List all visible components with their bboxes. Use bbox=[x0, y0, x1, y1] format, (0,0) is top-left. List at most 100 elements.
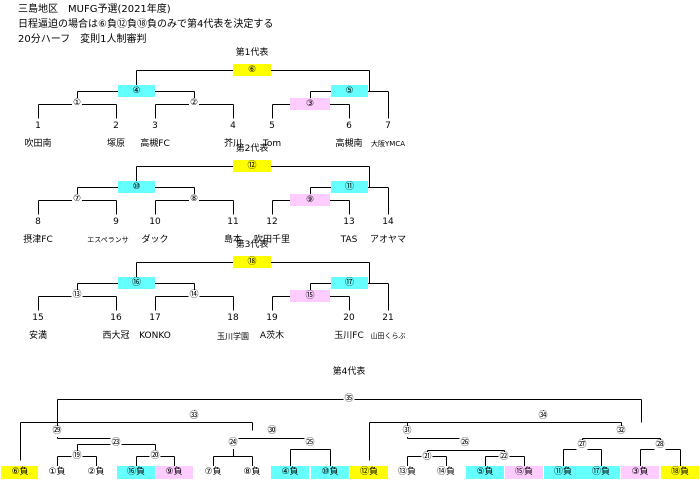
team-name: 高槻FC bbox=[140, 139, 170, 149]
team-name: KONKO bbox=[139, 331, 171, 341]
loser-entry-box: ⑱負 bbox=[661, 466, 699, 479]
loser-entry-box: ③負 bbox=[621, 466, 659, 479]
seed-number: 13 bbox=[343, 217, 355, 227]
match-number: ㉙ bbox=[51, 426, 63, 437]
semifinal-match-box: ⑤ bbox=[331, 85, 368, 97]
bracket-title: 第1代表 bbox=[235, 48, 269, 58]
final-match-box: ⑫ bbox=[233, 160, 271, 172]
seed-number: 19 bbox=[266, 313, 278, 323]
match-number: ㉑ bbox=[421, 452, 433, 463]
match-number: ㉖ bbox=[459, 438, 471, 449]
team-name: 玉川FC bbox=[334, 331, 364, 341]
loser-entry-box: ⑰負 bbox=[582, 466, 620, 479]
match-number: ㉞ bbox=[537, 411, 549, 422]
bracket-title: 第4代表 bbox=[332, 367, 366, 377]
loser-entry-box: ⑭負 bbox=[427, 466, 465, 479]
team-name: TAS bbox=[340, 235, 358, 245]
team-name: 安満 bbox=[28, 331, 48, 341]
team-name: 吹田南 bbox=[24, 139, 52, 149]
seed-number: 9 bbox=[113, 217, 119, 227]
team-name: ダック bbox=[141, 235, 169, 245]
match-number: ㉟ bbox=[343, 394, 355, 405]
match-number: ㉘ bbox=[654, 440, 666, 451]
match-number: ㉛ bbox=[401, 426, 413, 437]
seed-number: 16 bbox=[110, 313, 122, 323]
semifinal-match-box: ⑰ bbox=[331, 277, 368, 289]
match-number: ⑳ bbox=[149, 451, 161, 462]
match-number: ㉓ bbox=[110, 438, 122, 449]
semifinal-match-box: ⑩ bbox=[118, 181, 155, 193]
team-name: エスペランサ bbox=[87, 236, 129, 244]
seed-number: 12 bbox=[266, 217, 278, 227]
loser-entry-box: ⑪負 bbox=[544, 466, 582, 479]
match-box: ③ bbox=[290, 98, 330, 110]
loser-entry-box: ⑤負 bbox=[466, 466, 504, 479]
loser-entry-box: ⑬負 bbox=[388, 466, 426, 479]
loser-entry-box: ⑥負 bbox=[1, 466, 39, 479]
match-number: ② bbox=[188, 98, 200, 109]
match-number: ㉒ bbox=[498, 452, 510, 463]
bracket-title: 第2代表 bbox=[235, 144, 269, 154]
match-number: ㉔ bbox=[227, 438, 239, 449]
seed-number: 17 bbox=[149, 313, 161, 323]
loser-entry-box: ①負 bbox=[38, 466, 76, 479]
seed-number: 11 bbox=[227, 217, 239, 227]
match-number: ㉕ bbox=[304, 438, 316, 449]
seed-number: 8 bbox=[35, 217, 41, 227]
document-title: 三島地区 MUFG予選(2021年度) bbox=[18, 4, 171, 15]
match-number: ⑭ bbox=[188, 290, 200, 301]
team-name: 高槻南 bbox=[335, 139, 363, 149]
team-name: アオヤマ bbox=[369, 235, 407, 245]
final-match-box: ⑥ bbox=[233, 64, 271, 76]
seed-number: 18 bbox=[227, 313, 239, 323]
loser-entry-box: ⑯負 bbox=[117, 466, 155, 479]
match-number: ㉗ bbox=[576, 440, 588, 451]
match-number: ㉝ bbox=[188, 411, 200, 422]
rules-note: 20分ハーフ 変則1人制審判 bbox=[18, 34, 147, 45]
loser-entry-box: ②負 bbox=[77, 466, 115, 479]
seed-number: 20 bbox=[343, 313, 355, 323]
match-number: ⑦ bbox=[71, 194, 83, 205]
seed-number: 14 bbox=[382, 217, 394, 227]
match-number: ① bbox=[71, 98, 83, 109]
bracket-title: 第3代表 bbox=[235, 240, 269, 250]
seed-number: 4 bbox=[230, 121, 236, 131]
team-name: 芥川 bbox=[223, 139, 243, 149]
match-number: ⑲ bbox=[71, 451, 83, 462]
seed-number: 10 bbox=[149, 217, 161, 227]
match-number: ㉜ bbox=[615, 426, 627, 437]
seed-number: 6 bbox=[346, 121, 352, 131]
match-box: ⑨ bbox=[290, 194, 330, 206]
loser-entry-box: ④負 bbox=[271, 466, 309, 479]
team-name: 塚原 bbox=[106, 139, 126, 149]
semifinal-match-box: ⑯ bbox=[118, 277, 155, 289]
seed-number: 3 bbox=[152, 121, 158, 131]
team-name: 山田くらぶ bbox=[370, 332, 406, 340]
schedule-note: 日程逼迫の場合は⑥負⑫負⑱負のみで第4代表を決定する bbox=[18, 19, 274, 30]
match-number: ⑬ bbox=[71, 290, 83, 301]
match-number: ⑧ bbox=[188, 194, 200, 205]
seed-number: 1 bbox=[35, 121, 41, 131]
match-number: ㉚ bbox=[266, 426, 278, 437]
match-box: ⑮ bbox=[290, 290, 330, 302]
loser-entry-box: ⑧負 bbox=[233, 466, 271, 479]
team-name: 摂津FC bbox=[23, 235, 53, 245]
semifinal-match-box: ④ bbox=[118, 85, 155, 97]
seed-number: 15 bbox=[32, 313, 44, 323]
team-name: 玉川学園 bbox=[217, 332, 249, 341]
loser-entry-box: ⑨負 bbox=[155, 466, 193, 479]
team-name: A茨木 bbox=[259, 331, 285, 341]
seed-number: 21 bbox=[382, 313, 394, 323]
team-name: 島本 bbox=[223, 235, 243, 245]
seed-number: 7 bbox=[385, 121, 391, 131]
team-name: Tom bbox=[262, 139, 282, 149]
loser-entry-box: ⑮負 bbox=[505, 466, 543, 479]
team-name: 西大冠 bbox=[102, 331, 130, 341]
seed-number: 2 bbox=[113, 121, 119, 131]
team-name: 吹田千里 bbox=[253, 235, 291, 245]
loser-entry-box: ⑩負 bbox=[311, 466, 349, 479]
seed-number: 5 bbox=[269, 121, 275, 131]
loser-entry-box: ⑦負 bbox=[194, 466, 232, 479]
team-name: 大阪YMCA bbox=[371, 140, 405, 148]
